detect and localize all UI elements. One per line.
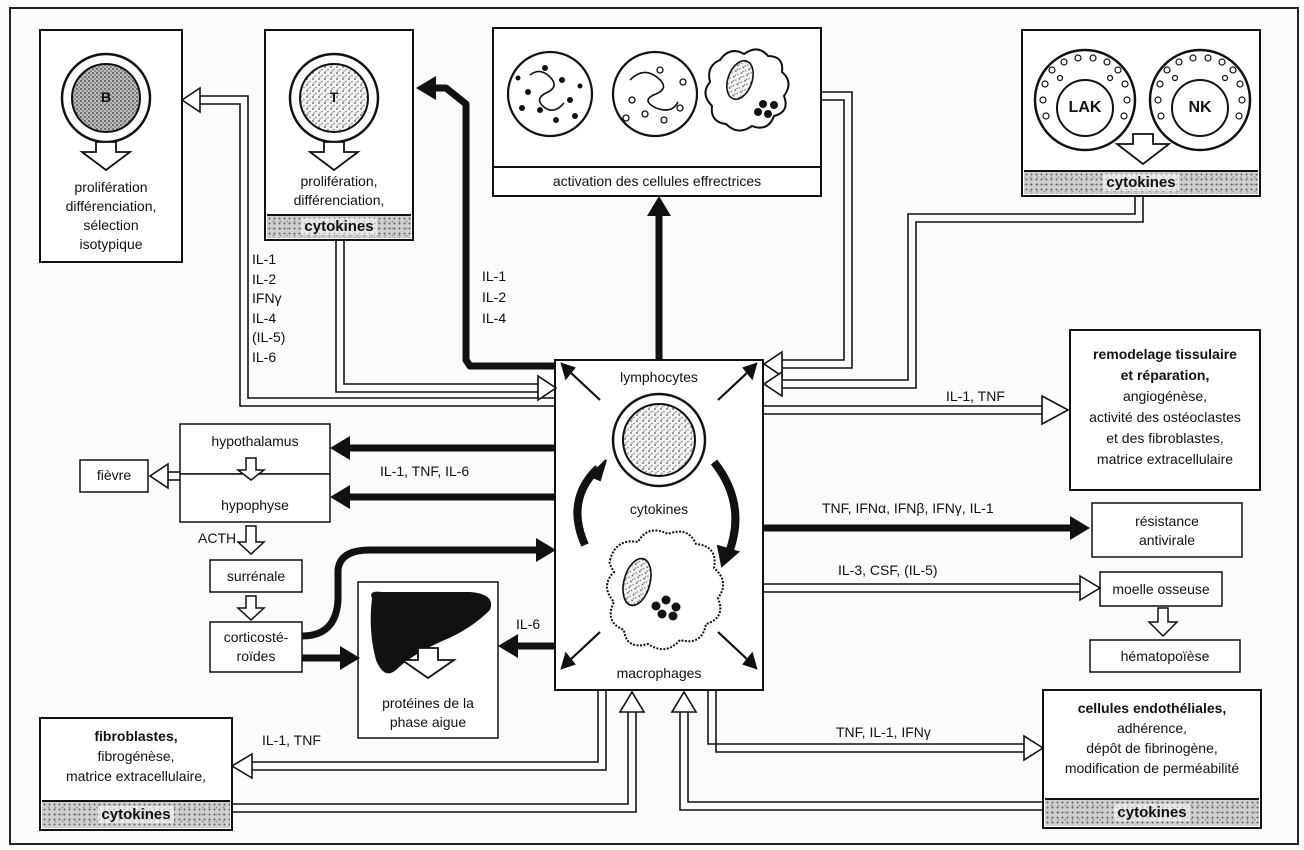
t-lymphocyte-icon — [288, 52, 380, 144]
endo-line-3: modification de perméabilité — [1064, 760, 1240, 776]
corticosteroides-box — [209, 621, 303, 673]
moelle-box — [1099, 571, 1223, 607]
remodelage-line-3: et des fibroblastes, — [1106, 430, 1224, 446]
hemato-box — [1089, 639, 1241, 673]
left-list-3: IFNγ — [252, 290, 282, 306]
il6-label: IL-6 — [516, 616, 541, 632]
t-cell-description: prolifération, différenciation, — [267, 172, 411, 210]
b-cell-letter: B — [100, 89, 112, 105]
endotheliales-cytokines-strip: cytokines — [1045, 798, 1259, 826]
mid-cytokine-list: IL-1 IL-2 IL-4 — [482, 266, 506, 329]
remodelage-title-2: et réparation, — [1120, 367, 1210, 383]
fibroblastes-line-1: fibrogénèse, — [97, 748, 175, 764]
effector-caption: activation des cellules effrectrices — [552, 173, 762, 189]
t-line-2: différenciation, — [293, 192, 385, 208]
macrophage-small-icon — [704, 48, 790, 132]
hypothalamus-label: hypothalamus — [211, 433, 299, 449]
liver-line-2: phase aigue — [389, 714, 467, 730]
lak-letter: LAK — [1068, 99, 1102, 116]
outer-frame — [9, 7, 1299, 845]
il1-tnf-il6-label: IL-1, TNF, IL-6 — [380, 463, 470, 479]
t-cell-letter: T — [329, 89, 339, 105]
t-cytokines-label: cytokines — [301, 218, 377, 235]
antiviral-text: résistance antivirale — [1094, 512, 1240, 550]
antiviral-box — [1091, 502, 1243, 558]
granulocyte-icon-2 — [611, 50, 699, 138]
b-line-4: isotypique — [79, 236, 143, 252]
t-down-arrow — [307, 141, 361, 172]
moelle-label: moelle osseuse — [1112, 581, 1210, 597]
endo-line-2: dépôt de fibrinogène, — [1086, 740, 1218, 756]
surrenale-label: surrénale — [226, 568, 286, 584]
endotheliales-title-text: cellules endothéliales — [1077, 700, 1223, 716]
moelle-arrow-label: IL-3, CSF, (IL-5) — [838, 562, 938, 578]
fievre-box — [79, 459, 149, 493]
lak-nk-down-arrow — [1114, 133, 1172, 166]
antiviral-line-1: résistance — [1135, 513, 1199, 529]
left-list-4: IL-4 — [252, 309, 277, 326]
left-list-2: IL-2 — [252, 270, 277, 287]
remodelage-box — [1069, 329, 1261, 491]
corticosteroides-label: corticosté- roïdes — [212, 628, 300, 666]
nk-letter: NK — [1188, 99, 1212, 116]
fibroblastes-cytokines-label: cytokines — [98, 806, 174, 823]
lak-nk-cytokines-label: cytokines — [1103, 174, 1179, 191]
endo-line-1: adhérence, — [1116, 720, 1188, 736]
liver-caption: protéines de la phase aigue — [360, 694, 496, 732]
surrenale-box — [209, 559, 303, 593]
endo-arrow-label: TNF, IL-1, IFNγ — [836, 724, 931, 740]
liver-icon — [370, 591, 492, 674]
lak-nk-cytokines-strip: cytokines — [1024, 170, 1258, 194]
mid-list-2: IL-2 — [482, 289, 507, 305]
center-lymphocyte-icon — [611, 392, 707, 488]
cortico-line-2: roïdes — [236, 648, 276, 664]
hypophyse-label: hypophyse — [221, 497, 289, 513]
cortico-line-1: corticosté- — [223, 629, 289, 645]
left-list-1: IL-1 — [252, 251, 277, 267]
b-lymphocyte-icon — [60, 52, 152, 144]
b-down-arrow — [79, 141, 133, 172]
endotheliales-text: cellules endothéliales, adhérence, dépôt… — [1045, 698, 1259, 778]
remodelage-text: remodelage tissulaire et réparation, ang… — [1072, 344, 1258, 470]
remodelage-line-2: activité des ostéoclastes — [1089, 409, 1241, 425]
center-macrophage-icon — [606, 529, 725, 651]
b-line-3: sélection — [83, 217, 139, 233]
mid-list-1: IL-1 — [482, 268, 507, 284]
b-line-1: prolifération — [74, 179, 148, 195]
liver-line-1: protéines de la — [382, 695, 474, 711]
b-line-2: différenciation, — [65, 198, 157, 214]
fibroblastes-line-2: matrice extracellulaire, — [65, 768, 207, 784]
acth-label: ACTH — [198, 530, 237, 546]
fibroblastes-cytokines-strip: cytokines — [42, 800, 230, 828]
endotheliales-title: cellules endothéliales, — [1077, 700, 1227, 716]
fibroblastes-title: fibroblastes, — [94, 728, 178, 744]
il1-tnf-remodel-label: IL-1, TNF — [946, 388, 1005, 404]
fibro-arrow-label: IL-1, TNF — [262, 732, 321, 748]
t-line-1: prolifération, — [300, 173, 378, 189]
center-cytokines-label: cytokines — [629, 501, 689, 517]
fibroblastes-text: fibroblastes, fibrogénèse, matrice extra… — [42, 726, 230, 786]
granule-dots — [1039, 54, 1246, 120]
left-list-6: IL-6 — [252, 348, 277, 365]
remodelage-title-1: remodelage tissulaire — [1093, 346, 1237, 362]
endotheliales-cytokines-label: cytokines — [1114, 804, 1190, 821]
center-lymphocytes-label: lymphocytes — [620, 369, 698, 385]
b-cell-description: prolifération différenciation, sélection… — [42, 178, 180, 254]
left-list-5: (IL-5) — [252, 329, 286, 345]
remodelage-line-1: angiogénèse, — [1122, 388, 1208, 404]
granulocyte-icon-1 — [506, 50, 594, 138]
antiviral-line-2: antivirale — [1138, 532, 1196, 548]
left-cytokine-list: IL-1 IL-2 IFNγ IL-4 (IL-5) IL-6 — [252, 250, 285, 367]
mid-list-3: IL-4 — [482, 310, 507, 326]
fibroblastes-title-text: fibroblastes — [94, 728, 174, 744]
t-cell-cytokines-strip: cytokines — [267, 214, 411, 238]
center-macrophages-label: macrophages — [616, 665, 702, 681]
fievre-label: fièvre — [96, 467, 132, 483]
antiviral-arrow-label: TNF, IFNα, IFNβ, IFNγ, IL-1 — [822, 500, 994, 516]
hemato-label: hématopoïèse — [1120, 648, 1210, 664]
remodelage-line-4: matrice extracellulaire — [1096, 451, 1234, 467]
